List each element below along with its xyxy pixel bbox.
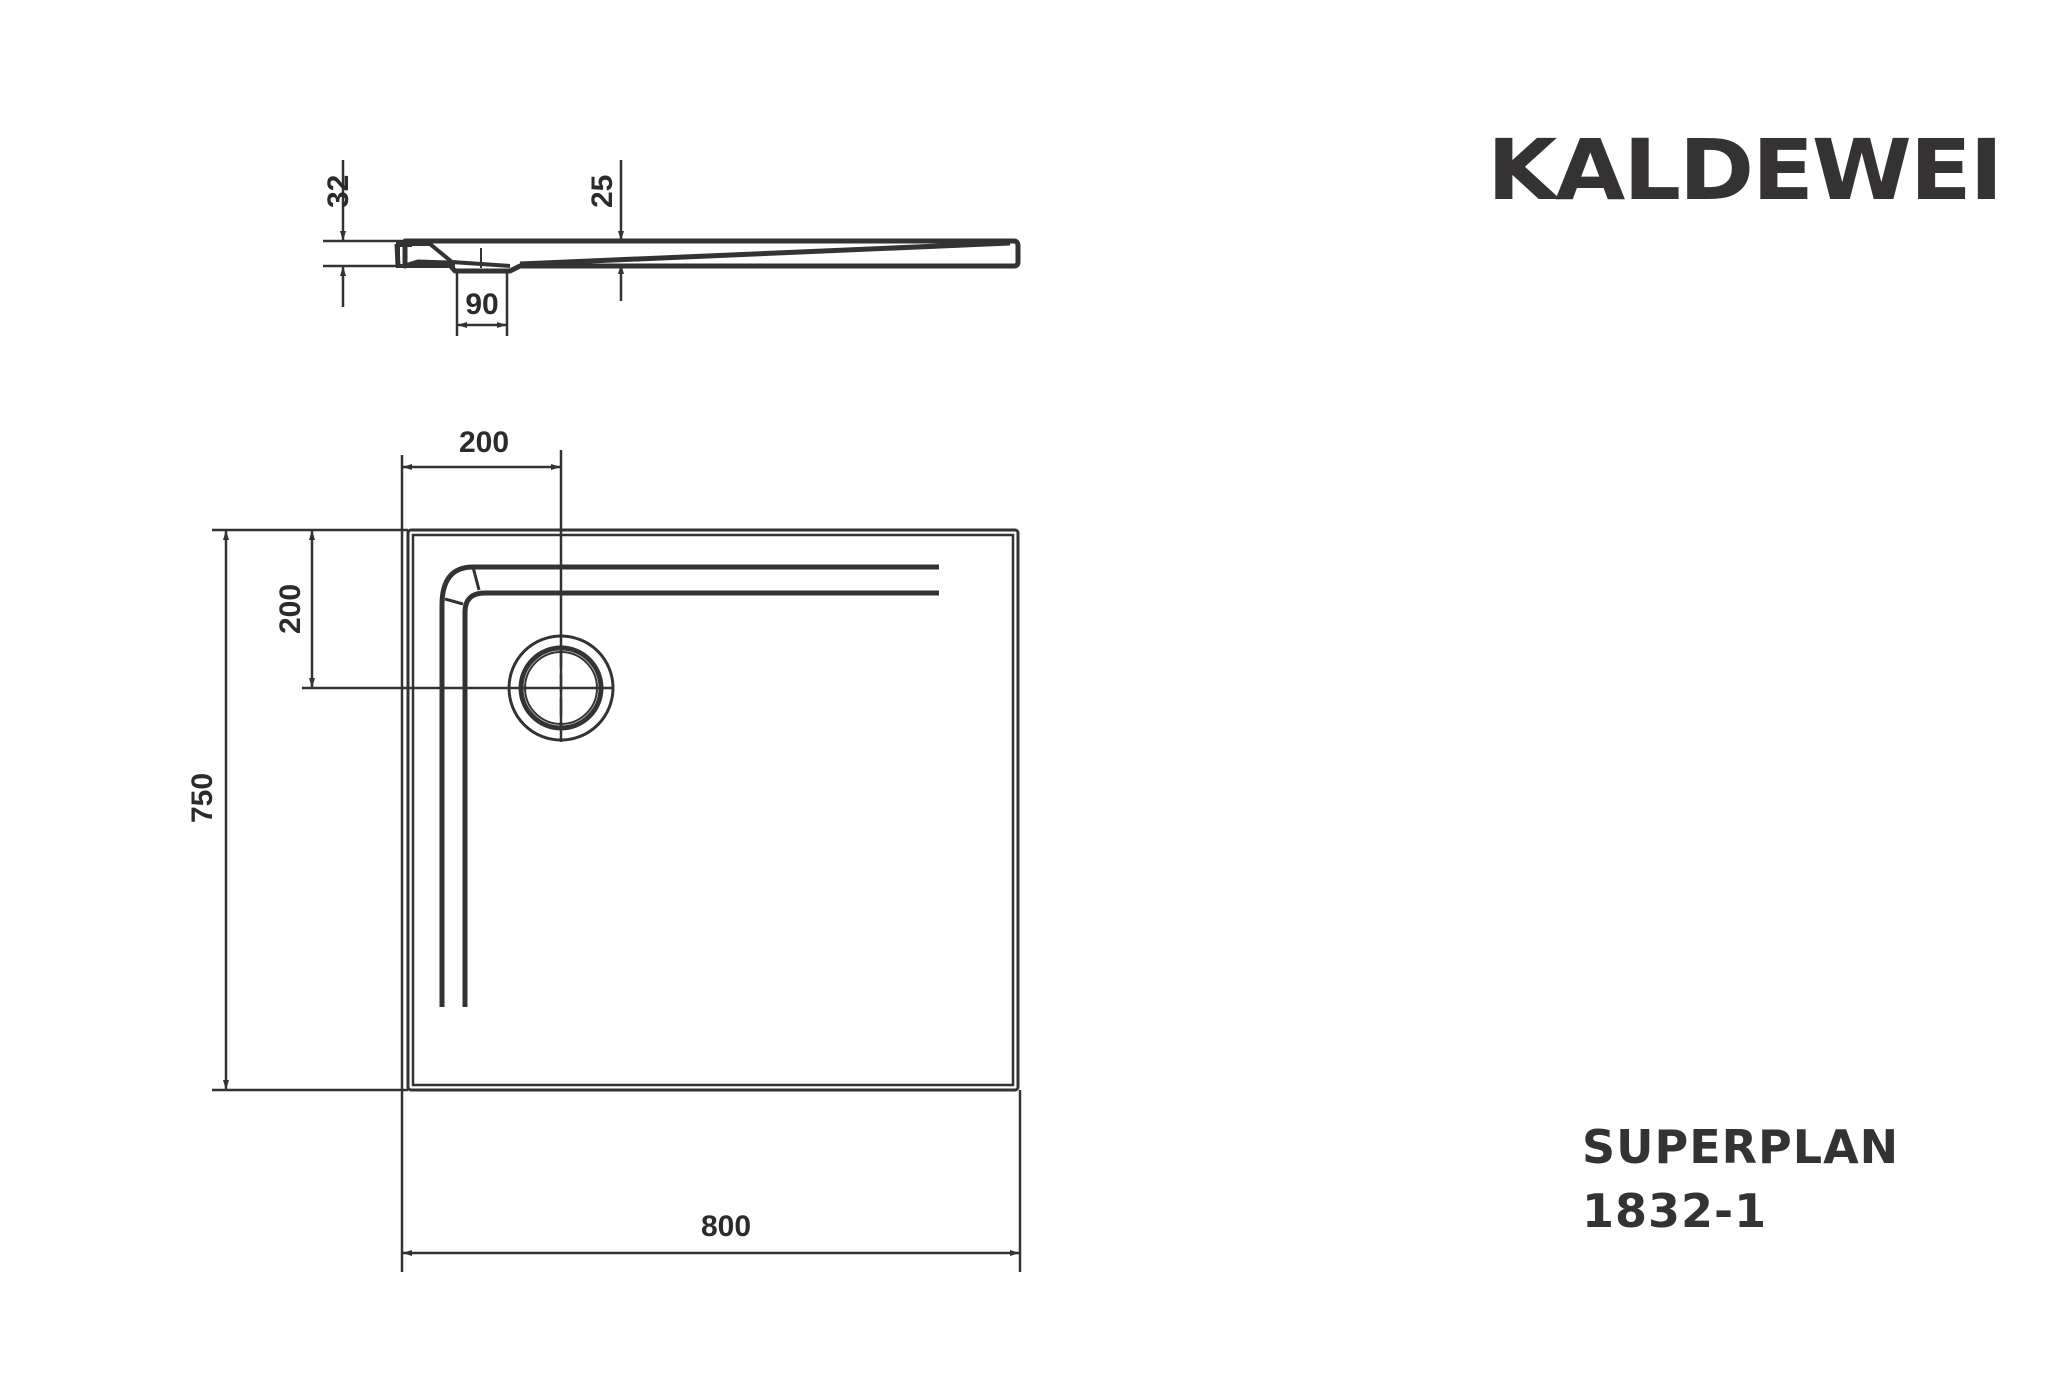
product-line: SUPERPLAN	[1582, 1120, 1900, 1174]
product-model: 1832-1	[1582, 1184, 1768, 1238]
dim-drain-width: 90	[465, 288, 498, 321]
dim-drain-offset-y: 200	[274, 584, 307, 634]
dim-depth: 750	[186, 773, 219, 823]
side-view: 32 25 90	[322, 160, 1021, 336]
dim-drain-height: 25	[586, 175, 619, 208]
dim-width: 800	[701, 1210, 751, 1243]
product-label: SUPERPLAN 1832-1	[1582, 1115, 1899, 1243]
dim-total-height: 32	[322, 175, 355, 208]
plan-view: 200 200 750 800	[186, 426, 1022, 1272]
brand-logo: KALDEWEI	[1487, 121, 2003, 219]
dim-drain-offset-x: 200	[459, 426, 509, 459]
